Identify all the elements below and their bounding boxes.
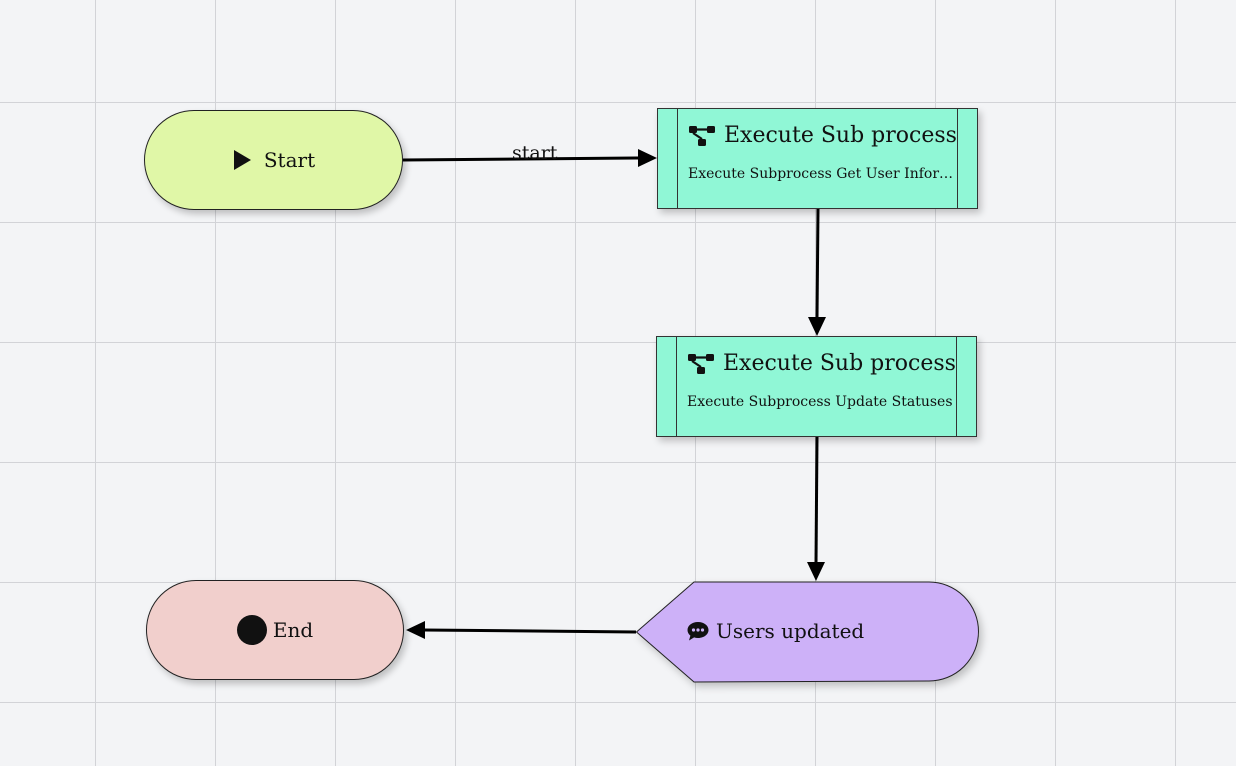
play-icon	[232, 149, 252, 171]
subprocess-2-description: Execute Subprocess Update Statuses	[687, 394, 953, 410]
subprocess-1-title: Execute Sub process	[724, 123, 957, 148]
subprocess-2-title: Execute Sub process	[723, 351, 956, 376]
end-node[interactable]: End	[146, 580, 404, 680]
end-node-label: End	[272, 618, 314, 642]
edge-sub1-to-sub2[interactable]	[808, 208, 826, 336]
subprocess-icon	[688, 125, 716, 147]
message-node[interactable]: Users updated	[635, 581, 979, 683]
message-node-shape	[635, 581, 979, 683]
subprocess-node-2[interactable]: Execute Sub process Execute Subprocess U…	[656, 336, 977, 437]
end-circle-icon	[236, 615, 267, 645]
start-node-label: Start	[263, 148, 316, 172]
edge-start-to-sub1[interactable]	[402, 149, 657, 167]
edge-message-to-end[interactable]	[406, 621, 637, 639]
edge-sub2-to-message[interactable]	[807, 436, 825, 581]
subprocess-1-description: Execute Subprocess Get User Informati...	[688, 166, 958, 182]
speech-bubble-icon	[686, 620, 710, 642]
subprocess-icon	[687, 353, 715, 375]
start-node[interactable]: Start	[144, 110, 403, 210]
subprocess-node-1[interactable]: Execute Sub process Execute Subprocess G…	[657, 108, 978, 209]
edge-label-start[interactable]: start	[512, 142, 558, 164]
message-node-label: Users updated	[716, 619, 865, 643]
